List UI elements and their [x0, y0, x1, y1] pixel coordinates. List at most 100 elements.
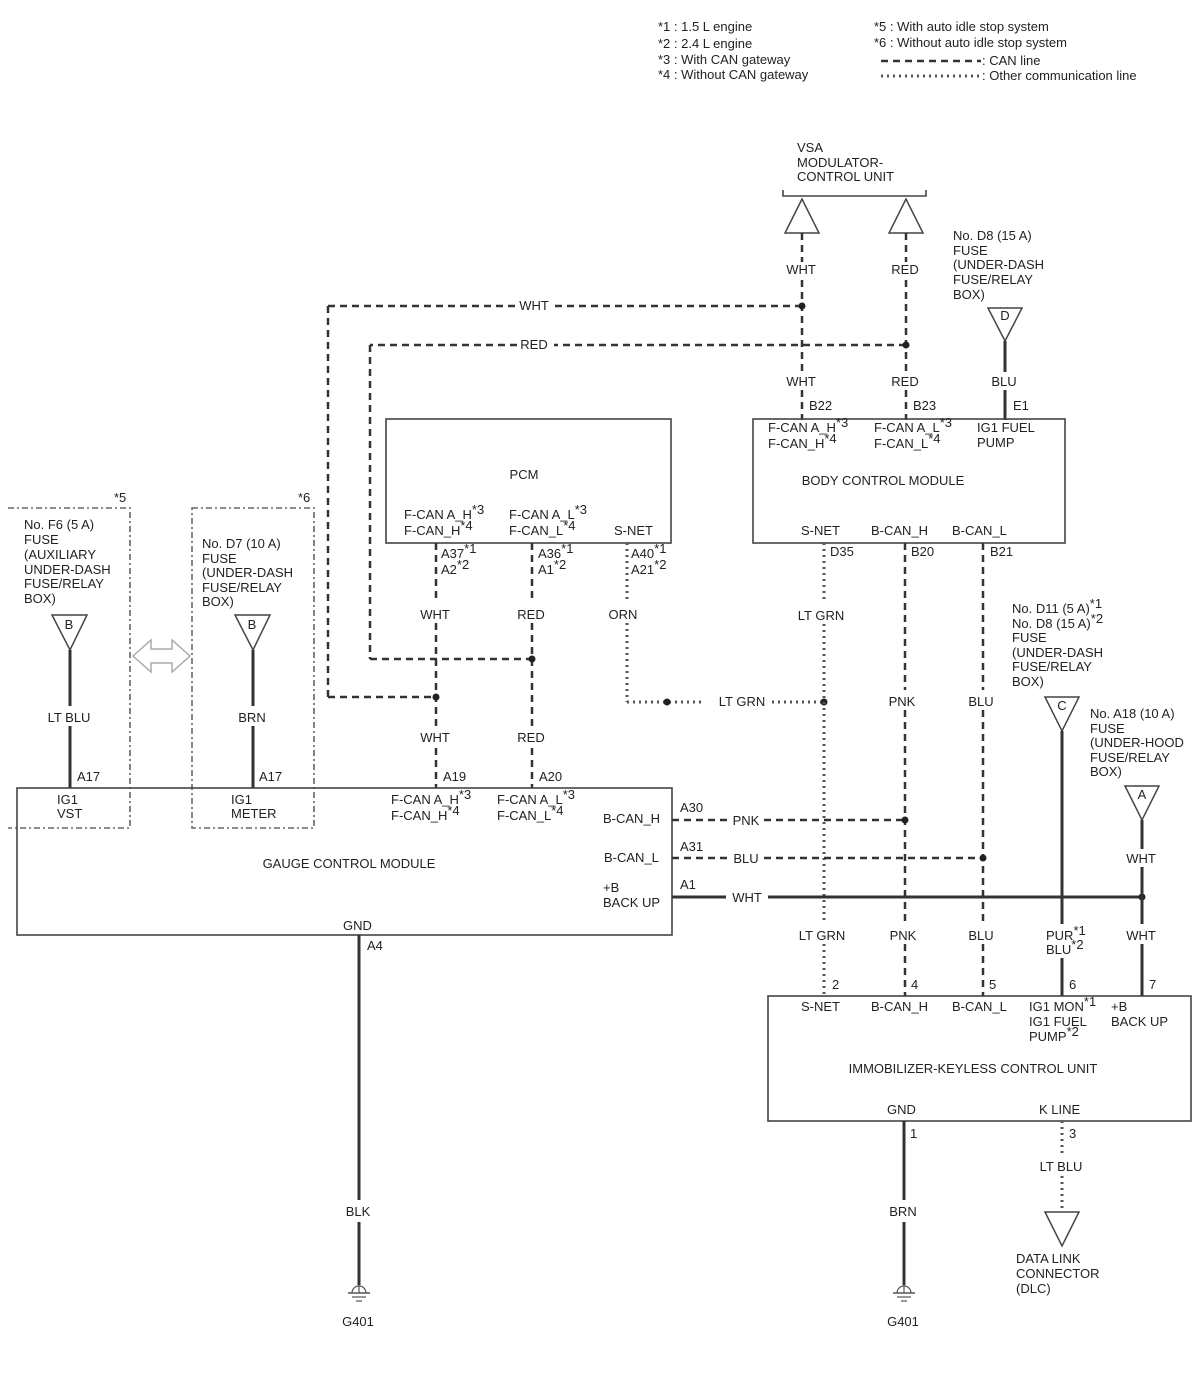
bcm-pin-bcanl: B-CAN_L	[952, 523, 1007, 538]
fuse-d11-letter: C	[1057, 698, 1066, 713]
gcm-terminal-a19: A19	[443, 769, 466, 784]
fuse-a18-triangle-icon	[1123, 785, 1161, 822]
fuse-f6-line-4: UNDER-DASH	[24, 562, 111, 577]
pcm-pin1-name-b: F-CAN_H*4	[404, 518, 473, 538]
can-wires-upper	[326, 233, 910, 699]
pcm-terminal-a21: A21*2	[631, 557, 666, 577]
bcm-title: BODY CONTROL MODULE	[802, 473, 965, 488]
pcm-box	[385, 418, 672, 544]
pcm-module: PCM F-CAN A_H*3 F-CAN_H*4 F-CAN A_L*3 F-…	[385, 418, 672, 577]
wire-f6-ltblu-label: LT BLU	[48, 710, 91, 725]
wire-gcm-wht-backup-label: WHT	[732, 890, 762, 905]
legend-note-6: *6 : Without auto idle stop system	[874, 35, 1067, 50]
fuse-d11-line-3: FUSE	[1012, 630, 1047, 645]
wire-imm-brn-label: BRN	[889, 1204, 916, 1219]
wire-d7-brn-label: BRN	[238, 710, 265, 725]
imm-terminal-7: 7	[1149, 977, 1156, 992]
fuse-d8-line-3: (UNDER-DASH	[953, 257, 1044, 272]
gcm-pin-gnd: GND	[343, 918, 372, 933]
gcm-pin-backup: BACK UP	[603, 895, 660, 910]
bcm-pin-bcanh: B-CAN_H	[871, 523, 928, 538]
gcm-pin1-name-a: F-CAN A_H*3	[391, 787, 471, 807]
bcm-lower-wires	[822, 543, 985, 996]
imm-terminal-2: 2	[832, 977, 839, 992]
gcm-pin-ig1-meter: IG1	[231, 792, 252, 807]
wire-gcm-pnk-label: PNK	[733, 813, 760, 828]
pcm-terminal-a37: A37*1	[441, 541, 476, 561]
legend-note-5: *5 : With auto idle stop system	[874, 19, 1049, 34]
fuse-a18-line-2: FUSE	[1090, 721, 1125, 736]
gcm-pin2-name-a: F-CAN A_L*3	[497, 787, 575, 807]
fuse-a18-line-5: BOX)	[1090, 764, 1122, 779]
fuse-d11-line-5: FUSE/RELAY	[1012, 659, 1092, 674]
bcm-terminal-d35: D35	[830, 544, 854, 559]
legend-other-line-label: : Other communication line	[982, 68, 1137, 83]
gcm-terminal-a31: A31	[680, 839, 703, 854]
gcm-right-wires	[672, 816, 1146, 901]
bcm-pin2-name-a: F-CAN A_L*3	[874, 415, 952, 435]
gcm-terminal-a30: A30	[680, 800, 703, 815]
fuse-f6-line-5: FUSE/RELAY	[24, 576, 104, 591]
immobilizer-keyless-control-unit: 2 4 5 6 7 S-NET B-CAN_H B-CAN_L IG1 MON*…	[767, 977, 1192, 1141]
wire-gcm-wht-label: WHT	[420, 730, 450, 745]
dlc-label-3: (DLC)	[1016, 1281, 1051, 1296]
vsa-label-1: VSA	[797, 140, 823, 155]
wire-gcm-blk-label: BLK	[346, 1204, 371, 1219]
gcm-pin-bcanh: B-CAN_H	[603, 811, 660, 826]
bcm-terminal-e1: E1	[1013, 398, 1029, 413]
fuse-f6-line-2: FUSE	[24, 532, 59, 547]
gcm-terminal-a17-vst: A17	[77, 769, 100, 784]
pcm-wires	[432, 543, 828, 788]
imm-pin-plusb: +B	[1111, 999, 1127, 1014]
ground-g401-left-icon	[348, 1285, 370, 1302]
wire-imm-ltgrn-label: LT GRN	[799, 928, 845, 943]
wire-bcm-ltgrn-label: LT GRN	[798, 608, 844, 623]
fuse-a18-line-3: (UNDER-HOOD	[1090, 735, 1184, 750]
wire-pcm-red-label: RED	[517, 607, 544, 622]
fuse-d7-letter: B	[248, 617, 257, 632]
imm-ground-wire	[893, 1121, 915, 1302]
wire-wht-bus-label: WHT	[519, 298, 549, 313]
imm-pin-gnd: GND	[887, 1102, 916, 1117]
pcm-pin3-name: S-NET	[614, 523, 653, 538]
fuse-f6-option-border	[8, 507, 131, 829]
legend-note-3: *3 : With CAN gateway	[658, 52, 791, 67]
wire-bcm-pnk-label: PNK	[889, 694, 916, 709]
imm-terminal-4: 4	[911, 977, 918, 992]
vsa-label-2: MODULATOR-	[797, 155, 883, 170]
wire-pcm-wht-label: WHT	[420, 607, 450, 622]
note-star6: *6	[298, 490, 310, 505]
legend-note-2: *2 : 2.4 L engine	[658, 36, 752, 51]
wire-red-bus-label: RED	[520, 337, 547, 352]
gauge-control-module: A17 A17 A19 A20 IG1 VST IG1 METER F-CAN …	[16, 769, 703, 953]
gcm-terminal-a20: A20	[539, 769, 562, 784]
gcm-title: GAUGE CONTROL MODULE	[263, 856, 436, 871]
bcm-pin-snet: S-NET	[801, 523, 840, 538]
imm-pin-backup: BACK UP	[1111, 1014, 1168, 1029]
fuse-a18-group: No. A18 (10 A) FUSE (UNDER-HOOD FUSE/REL…	[1090, 706, 1184, 996]
fuse-d7-triangle-icon	[233, 614, 272, 652]
fuse-d7-line-4: FUSE/RELAY	[202, 580, 282, 595]
vsa-bracket	[782, 190, 927, 197]
bcm-terminal-b23: B23	[913, 398, 936, 413]
bcm-pin3-name-a: IG1 FUEL	[977, 420, 1035, 435]
wire-imm-wht-label: WHT	[1126, 928, 1156, 943]
note-star5: *5	[114, 490, 126, 505]
bcm-pin1-name-b: F-CAN_H*4	[768, 431, 837, 451]
pcm-pin2-name-b: F-CAN_L*4	[509, 518, 575, 538]
body-control-module: B22 B23 E1 F-CAN A_H*3 F-CAN_H*4 F-CAN A…	[752, 398, 1066, 559]
pcm-title: PCM	[510, 467, 539, 482]
gcm-terminal-a4: A4	[367, 938, 383, 953]
fuse-d11-line-6: BOX)	[1012, 674, 1044, 689]
wire-bcm-red-label: RED	[891, 374, 918, 389]
wire-pcm-orn-label: ORN	[609, 607, 638, 622]
fuse-d7-line-1: No. D7 (10 A)	[202, 536, 281, 551]
vsa-connector-wht-triangle-icon	[783, 197, 821, 234]
wire-bcm-blu-lower-label: BLU	[968, 694, 993, 709]
gcm-pin-meter: METER	[231, 806, 277, 821]
wire-imm-blu-label: BLU	[968, 928, 993, 943]
gcm-terminal-a1: A1	[680, 877, 696, 892]
gcm-pin-vst: VST	[57, 806, 82, 821]
wire-vsa-red-label: RED	[891, 262, 918, 277]
wire-gcm-blu-label: BLU	[733, 851, 758, 866]
